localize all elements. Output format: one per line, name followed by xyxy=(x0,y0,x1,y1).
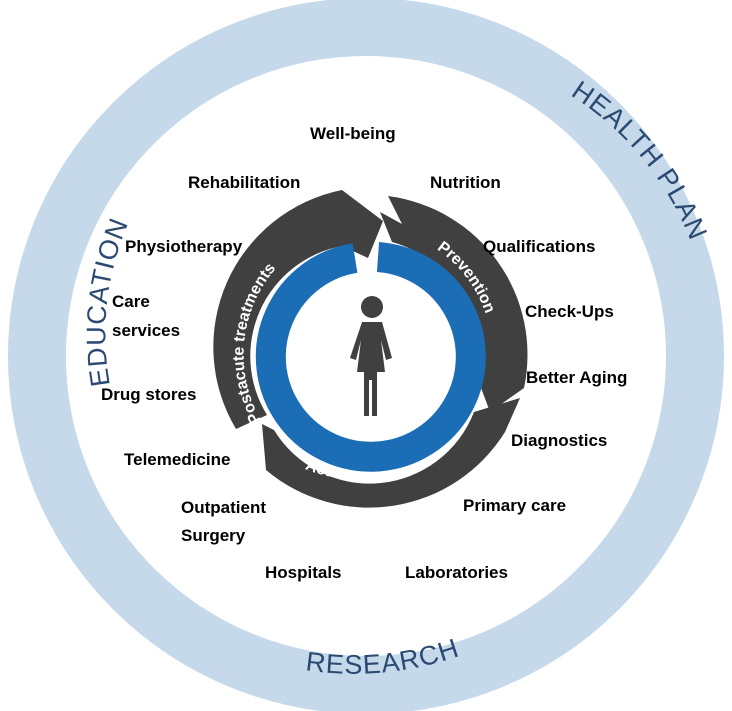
item-physiotherapy: Physiotherapy xyxy=(125,237,243,256)
person-icon xyxy=(350,296,392,416)
item-drug-stores: Drug stores xyxy=(101,385,196,404)
arrow-segment-postacute xyxy=(213,190,383,429)
arrow-segment-acute xyxy=(262,398,520,508)
item-better-aging: Better Aging xyxy=(526,368,627,387)
item-care-services-line1: Care xyxy=(112,292,150,311)
item-rehabilitation: Rehabilitation xyxy=(188,173,300,192)
item-outpatient-surgery-line1: Outpatient xyxy=(181,498,266,517)
item-diagnostics: Diagnostics xyxy=(511,431,607,450)
item-hospitals: Hospitals xyxy=(265,563,342,582)
item-telemedicine: Telemedicine xyxy=(124,450,230,469)
item-outpatient-surgery-line2: Surgery xyxy=(181,526,246,545)
inner-blue-ring xyxy=(255,242,486,472)
outer-ring xyxy=(8,0,724,711)
item-qualifications: Qualifications xyxy=(483,237,595,256)
item-well-being: Well-being xyxy=(310,124,396,143)
item-laboratories: Laboratories xyxy=(405,563,508,582)
item-primary-care: Primary care xyxy=(463,496,566,515)
arrow-segment-prevention xyxy=(380,196,528,412)
item-nutrition: Nutrition xyxy=(430,173,501,192)
item-care-services-line2: services xyxy=(112,321,180,340)
item-check-ups: Check-Ups xyxy=(525,302,614,321)
